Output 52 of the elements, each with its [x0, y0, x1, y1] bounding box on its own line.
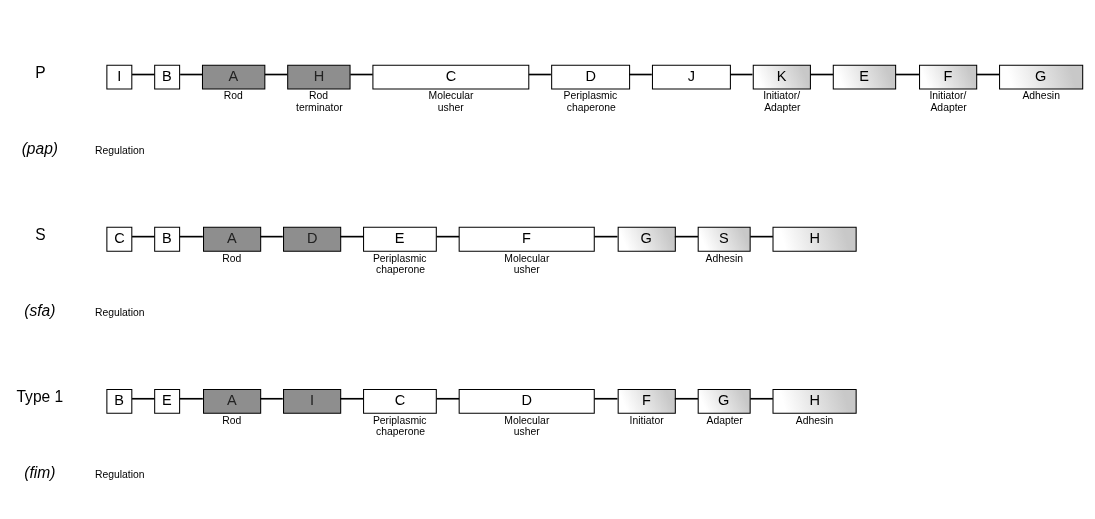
connector: [131, 235, 156, 238]
connector: [749, 397, 774, 400]
label: Type 1: [16, 388, 64, 406]
node-label: Adhesin: [1022, 90, 1060, 102]
connector: [674, 235, 699, 238]
node-label: Rod: [223, 90, 243, 102]
node-label: Initiator: [629, 414, 664, 426]
label: (fim): [24, 463, 56, 481]
node-label: Initiator/ Adapter: [763, 90, 801, 113]
node-label: Molecular usher: [428, 90, 474, 113]
connector: [259, 235, 284, 238]
node-label: Adapter: [706, 414, 743, 426]
connector: [674, 397, 699, 400]
label: Regulation: [94, 306, 145, 318]
node-label: Adhesin: [705, 252, 743, 264]
connector: [528, 73, 552, 76]
connector: [339, 235, 365, 238]
node-label: Molecular usher: [504, 252, 550, 276]
label: S: [35, 226, 46, 244]
connector: [729, 73, 754, 76]
label: (sfa): [24, 301, 56, 319]
connector: [264, 73, 289, 76]
connector: [628, 73, 653, 76]
node-label: Molecular usher: [504, 414, 550, 438]
connector: [435, 397, 460, 400]
connector: [259, 397, 284, 400]
node-label: Rod: [222, 252, 242, 264]
node-label: Initiator/ Adapter: [929, 90, 967, 113]
connector: [131, 73, 156, 76]
label: P: [35, 64, 46, 82]
label: Regulation: [94, 468, 145, 480]
connector: [179, 73, 204, 76]
node-label: Periplasmic chaperone: [372, 252, 427, 276]
connector: [178, 397, 204, 400]
connector: [435, 235, 460, 238]
connector: [339, 397, 365, 400]
node-label: Periplasmic chaperone: [563, 90, 618, 113]
connector: [131, 397, 156, 400]
label: Regulation: [94, 144, 145, 156]
connector: [895, 73, 920, 76]
connector: [809, 73, 834, 76]
connector: [749, 235, 774, 238]
connector: [349, 73, 374, 76]
connector: [975, 73, 1001, 76]
connector: [178, 235, 204, 238]
node-label: Rod terminator: [296, 90, 343, 113]
node-label: Periplasmic chaperone: [372, 414, 427, 438]
label: (pap): [21, 139, 59, 157]
node-label: Adhesin: [795, 414, 834, 426]
connector: [593, 397, 619, 400]
connector: [593, 235, 619, 238]
node-label: Rod: [222, 414, 242, 426]
